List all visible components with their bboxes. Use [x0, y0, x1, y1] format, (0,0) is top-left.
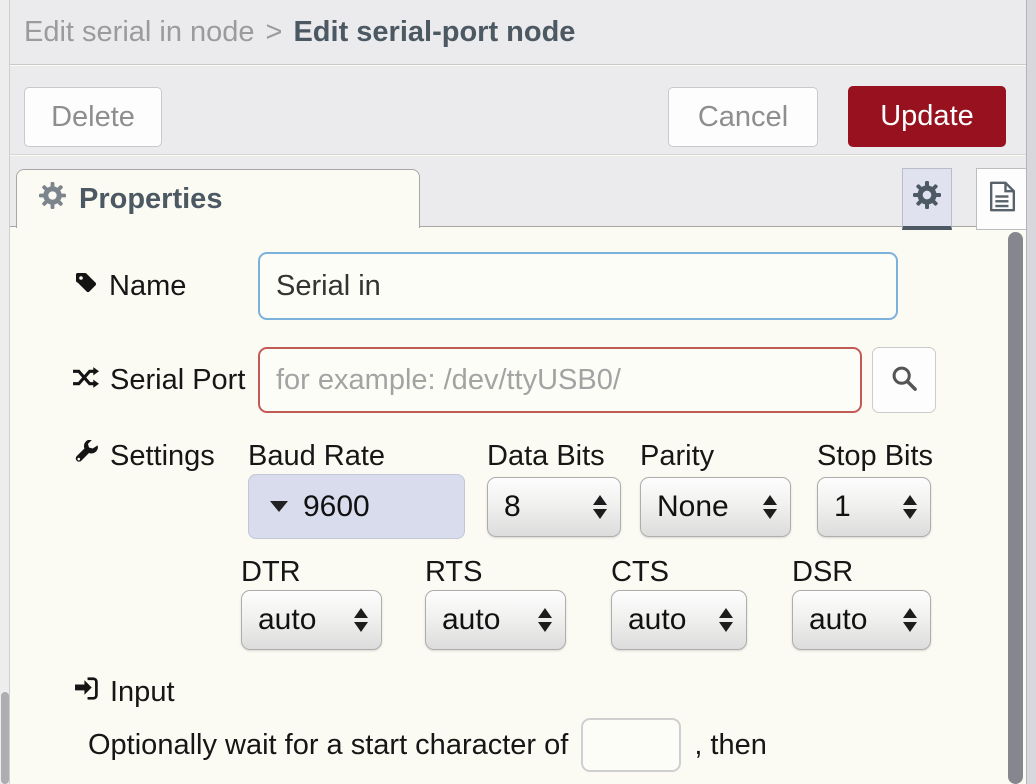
stop-bits-header: Stop Bits	[817, 440, 934, 472]
start-character-suffix: , then	[694, 728, 767, 761]
sign-in-icon	[74, 676, 99, 709]
rts-header: RTS	[425, 556, 483, 588]
parity-header: Parity	[640, 440, 715, 472]
serial-port-label: Serial Port	[72, 364, 245, 397]
tray-header: Edit serial in node > Edit serial-port n…	[10, 0, 1026, 65]
tab-properties-label: Properties	[79, 182, 223, 215]
dsr-header: DSR	[792, 556, 854, 588]
up-down-arrows-icon	[903, 495, 917, 519]
left-scrollbar-thumb[interactable]	[1, 692, 9, 784]
baud-rate-select[interactable]: 9600	[248, 474, 465, 539]
up-down-arrows-icon	[719, 608, 733, 632]
caret-down-icon	[270, 501, 288, 512]
rts-select[interactable]: auto	[425, 590, 566, 650]
breadcrumb-current: Edit serial-port node	[293, 15, 576, 48]
wrench-icon	[74, 439, 99, 473]
breadcrumb-parent[interactable]: Edit serial in node	[24, 15, 255, 48]
serial-port-input[interactable]	[258, 347, 862, 413]
dtr-header: DTR	[241, 556, 301, 588]
start-character-row: Optionally wait for a start character of…	[88, 717, 767, 773]
node-description-button[interactable]	[976, 168, 1028, 230]
node-settings-button[interactable]	[902, 168, 952, 230]
parity-select[interactable]: None	[640, 477, 791, 537]
search-icon	[890, 364, 918, 397]
delete-button[interactable]: Delete	[24, 87, 162, 147]
cancel-button[interactable]: Cancel	[668, 87, 818, 147]
baud-rate-header: Baud Rate	[248, 440, 386, 472]
cts-header: CTS	[611, 556, 669, 588]
right-edge-strip	[1026, 0, 1036, 784]
random-icon	[72, 364, 99, 397]
start-character-input[interactable]	[581, 718, 682, 772]
cog-icon	[913, 181, 941, 214]
tray-toolbar: Delete Cancel Update	[10, 66, 1026, 155]
up-down-arrows-icon	[538, 608, 552, 632]
input-section-label: Input	[74, 676, 175, 709]
cog-icon	[39, 181, 66, 217]
tab-properties[interactable]: Properties	[16, 169, 420, 228]
vertical-scrollbar-thumb[interactable]	[1008, 232, 1023, 784]
up-down-arrows-icon	[763, 495, 777, 519]
breadcrumb-separator: >	[265, 15, 283, 48]
left-edge-strip	[0, 0, 10, 784]
tag-icon	[74, 270, 98, 303]
serial-port-search-button[interactable]	[872, 347, 936, 413]
up-down-arrows-icon	[354, 608, 368, 632]
update-button[interactable]: Update	[848, 86, 1006, 147]
dtr-select[interactable]: auto	[241, 590, 382, 650]
up-down-arrows-icon	[593, 495, 607, 519]
baud-rate-value: 9600	[303, 489, 370, 523]
data-bits-select[interactable]: 8	[487, 477, 621, 537]
settings-label: Settings	[74, 439, 215, 473]
name-label: Name	[74, 270, 186, 303]
name-input[interactable]	[258, 252, 898, 320]
start-character-prefix: Optionally wait for a start character of	[88, 728, 569, 761]
file-text-icon	[989, 181, 1016, 217]
up-down-arrows-icon	[903, 608, 917, 632]
data-bits-header: Data Bits	[487, 440, 605, 472]
dsr-select[interactable]: auto	[792, 590, 931, 650]
cts-select[interactable]: auto	[611, 590, 747, 650]
stop-bits-select[interactable]: 1	[817, 477, 931, 537]
